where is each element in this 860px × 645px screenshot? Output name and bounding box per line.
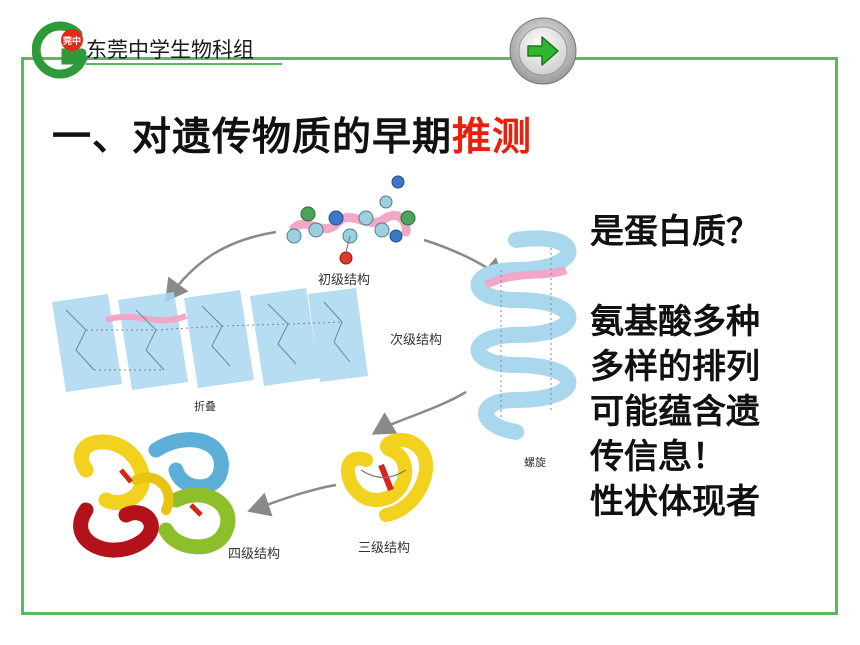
label-secondary-structure: 次级结构 [390, 332, 442, 348]
next-arrow-button[interactable] [508, 16, 578, 86]
side-line-2: 多样的排列 [590, 347, 760, 387]
side-line-5: 性状体现者 [590, 482, 760, 522]
side-line-1: 氨基酸多种 [590, 302, 760, 342]
alpha-helix [470, 230, 577, 440]
logo-badge-text: 莞中 [62, 35, 81, 47]
label-beta-sheet: 折叠 [194, 399, 216, 413]
slide-frame [21, 57, 838, 615]
question-text: 是蛋白质？ [590, 212, 760, 252]
quaternary-structure [73, 432, 236, 558]
arrow-right-icon [527, 36, 559, 66]
label-primary-structure: 初级结构 [318, 273, 370, 288]
beta-sheet [52, 288, 368, 392]
protein-structure-diagram: 初级结构 折叠 次级结构 [52, 175, 577, 562]
header-underline [86, 63, 282, 65]
side-line-3: 可能蕴含遗 [590, 392, 760, 432]
label-alpha-helix: 螺旋 [524, 455, 546, 469]
side-line-4: 传信息！ [590, 437, 726, 477]
primary-structure [286, 175, 416, 265]
slide-title: 一、对遗传物质的早期推测 [52, 106, 532, 162]
title-highlight: 推测 [452, 115, 533, 160]
tertiary-structure [341, 433, 433, 522]
org-name: 东莞中学生物科组 [86, 38, 254, 62]
school-logo: 莞中 [32, 21, 90, 79]
label-tertiary-structure: 三级结构 [358, 541, 410, 556]
side-text: 是蛋白质？ 氨基酸多种 多样的排列 可能蕴含遗 传信息！ 性状体现者 [590, 210, 840, 525]
title-main: 一、对遗传物质的早期 [52, 115, 453, 160]
label-quaternary-structure: 四级结构 [228, 547, 280, 562]
